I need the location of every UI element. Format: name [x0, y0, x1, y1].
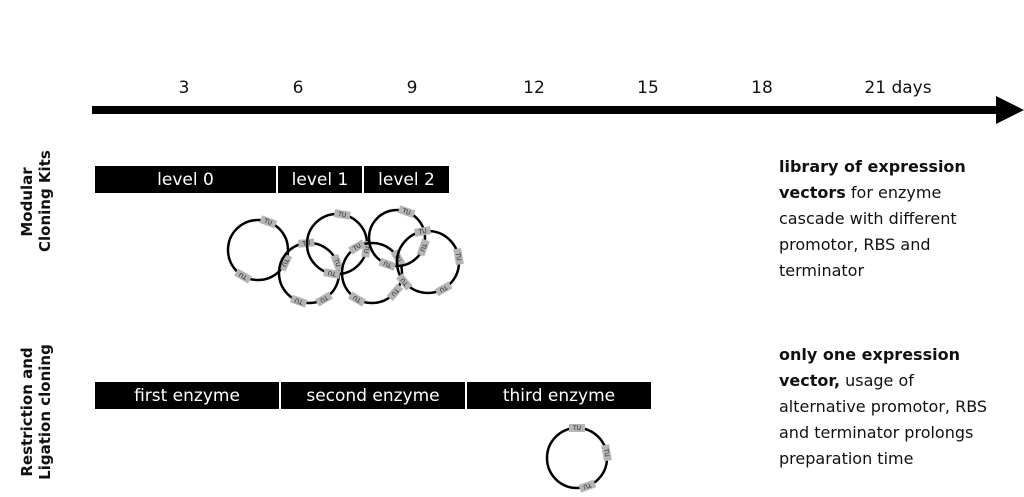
plasmid-4-insert-label-3: TU: [352, 294, 363, 305]
restriction-description-bold: only one expression vector,: [779, 345, 960, 390]
plasmid-3-insert-2: [323, 268, 341, 279]
plasmid-1-insert-1: [278, 253, 293, 272]
plasmid-2-insert-label-1: TU: [332, 257, 342, 268]
stage-bar-level-0: level 0: [95, 166, 276, 193]
stage-bar-level-1: level 1: [278, 166, 362, 193]
plasmid-6-insert-1: [453, 248, 464, 266]
plasmid-5-insert-0: [397, 205, 416, 219]
plasmid-6-insert-label-1: TU: [454, 251, 462, 261]
plasmid-1-insert-0: [259, 215, 278, 229]
tick-label-12: 12: [523, 78, 545, 98]
plasmid-restriction-insert-2: [578, 479, 597, 493]
plasmid-restriction-insert-0: [569, 424, 585, 432]
plasmid-4-insert-label-2: TU: [389, 286, 400, 297]
restriction-description: only one expression vector, usage of alt…: [779, 342, 1004, 472]
plasmid-restriction-insert-label-2: TU: [582, 481, 593, 491]
plasmid-5-insert-1: [416, 238, 430, 257]
plasmid-1: TU TU TU: [226, 215, 293, 284]
modular-description: library of expression vectors for enzyme…: [779, 154, 1004, 284]
plasmid-2-insert-label-3: TU: [294, 296, 305, 306]
plasmid-6-insert-2: [434, 281, 453, 297]
plasmid-5-insert-label-2: TU: [383, 259, 394, 269]
plasmid-1-insert-label-1: TU: [280, 256, 290, 267]
plasmid-2-insert-label-2: TU: [319, 293, 330, 304]
modular-description-rest: for enzyme cascade with different promot…: [779, 183, 957, 280]
plasmid-3-insert-0: [333, 209, 351, 220]
plasmid-3-insert-label-2: TU: [327, 269, 337, 277]
tick-label-3: 3: [178, 78, 190, 98]
stage-bar-third-enzyme: third enzyme: [467, 382, 651, 409]
plasmid-restriction: TU TU TU: [545, 424, 612, 493]
plasmid-restriction-backbone: [545, 426, 609, 490]
plasmid-restriction-insert-1: [601, 444, 612, 462]
plasmid-6-insert-3: [396, 273, 413, 291]
plasmid-4-backbone: [340, 241, 404, 305]
stage-bar-level-2: level 2: [364, 166, 449, 193]
modular-description-bold: library of expression vectors: [779, 157, 966, 202]
plasmid-4-insert-0: [348, 239, 366, 255]
tick-label-9: 9: [406, 78, 418, 98]
plasmid-6-insert-label-0: TU: [417, 228, 427, 236]
tick-label-18: 18: [751, 78, 773, 98]
tick-label-21-days: 21 days: [864, 78, 932, 98]
plasmid-1-insert-2: [234, 268, 252, 284]
plasmid-6-insert-0: [414, 226, 432, 237]
plasmid-2-insert-3: [289, 294, 308, 308]
stage-bar-first-enzyme: first enzyme: [95, 382, 279, 409]
plasmid-6: TU TU TU TU: [395, 226, 464, 297]
plasmid-restriction-insert-label-0: TU: [572, 425, 581, 432]
tick-label-6: 6: [292, 78, 304, 98]
plasmid-3-insert-label-1: TU: [362, 244, 370, 254]
tick-label-15: 15: [637, 78, 659, 98]
plasmid-3-insert-label-0: TU: [337, 211, 347, 219]
plasmid-restriction-insert-label-1: TU: [602, 447, 610, 457]
plasmid-4-insert-label-0: TU: [351, 242, 362, 253]
plasmid-5-insert-label-1: TU: [418, 241, 428, 252]
plasmid-6-insert-label-2: TU: [438, 283, 449, 294]
plasmid-5-insert-label-0: TU: [400, 207, 411, 217]
plasmid-2-insert-2: [315, 291, 333, 307]
plasmid-1-insert-label-0: TU: [262, 217, 273, 227]
restriction-description-rest: usage of alternative promotor, RBS and t…: [779, 371, 988, 468]
plasmid-2-insert-1: [330, 253, 344, 272]
plasmid-6-insert-label-3: TU: [399, 276, 410, 287]
plasmid-4-insert-3: [348, 291, 366, 307]
stage-bar-second-enzyme: second enzyme: [281, 382, 465, 409]
plasmid-4-insert-2: [386, 283, 404, 301]
plasmid-1-insert-label-2: TU: [238, 271, 249, 282]
plasmid-5-insert-2: [378, 257, 397, 271]
